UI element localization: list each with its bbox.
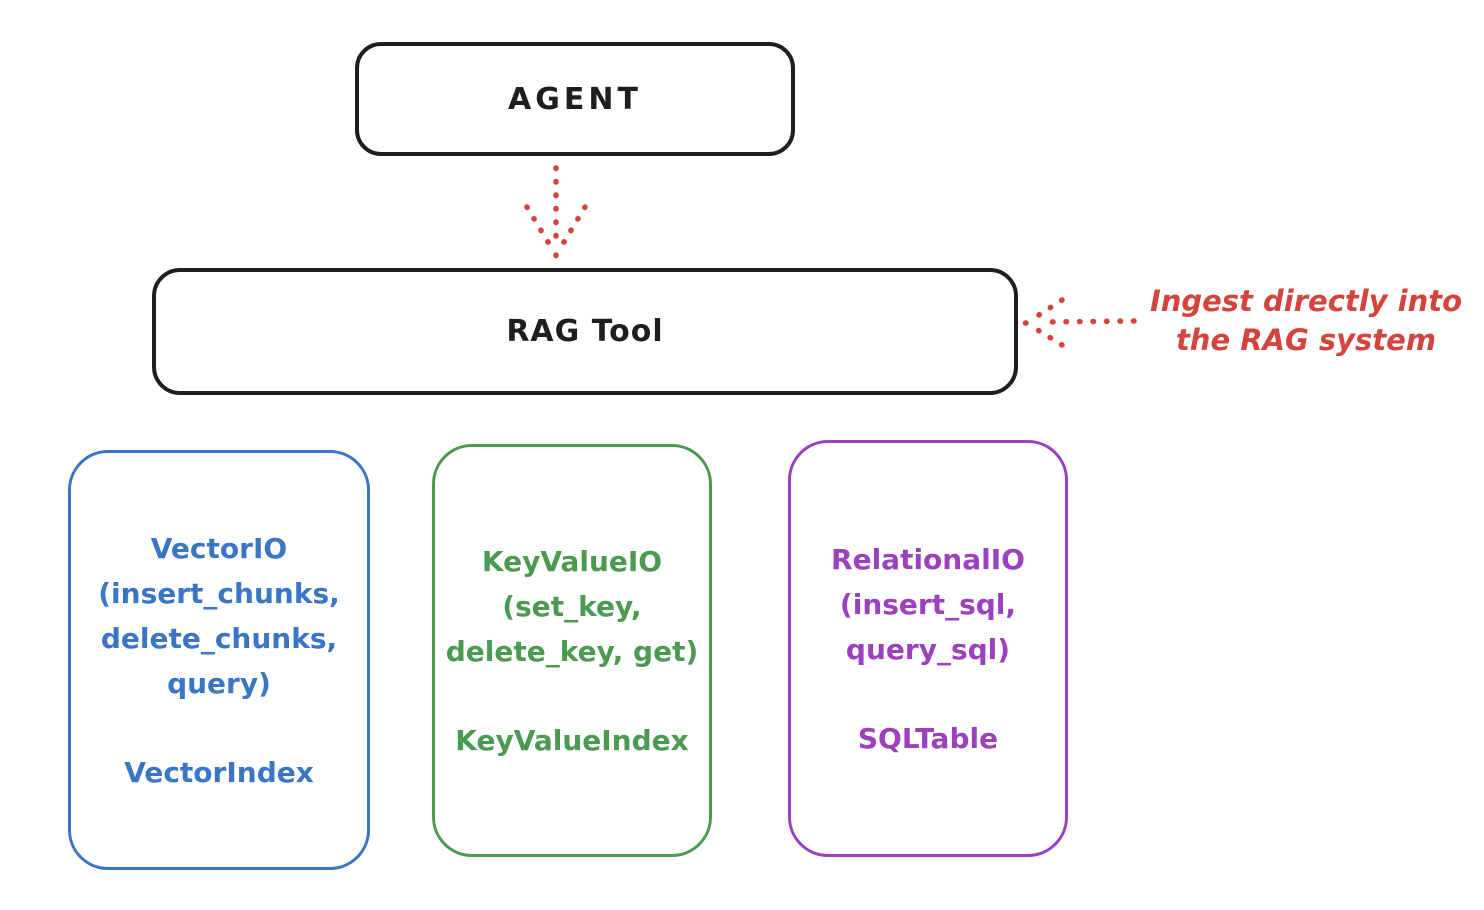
agent-to-ragtool-arrow <box>524 165 588 260</box>
relational-io-signature: RelationalIO (insert_sql, query_sql) <box>831 542 1025 666</box>
relational-io-node: RelationalIO (insert_sql, query_sql) SQL… <box>788 440 1068 857</box>
ingest-annotation-label: Ingest directly into the RAG system <box>1149 284 1463 357</box>
ingest-annotation-arrow <box>1021 297 1137 348</box>
agent-label: AGENT <box>508 81 642 117</box>
vector-io-node: VectorIO (insert_chunks, delete_chunks, … <box>68 450 370 870</box>
rag-tool-label: RAG Tool <box>506 314 664 349</box>
keyvalue-io-index-class: KeyValueIndex <box>455 723 689 757</box>
keyvalue-io-signature: KeyValueIO (set_key, delete_key, get) <box>445 544 699 668</box>
agent-node: AGENT <box>355 42 795 156</box>
vector-io-index-class: VectorIndex <box>124 755 314 789</box>
rag-tool-node: RAG Tool <box>152 268 1018 395</box>
vector-io-signature: VectorIO (insert_chunks, delete_chunks, … <box>98 531 340 700</box>
relational-io-index-class: SQLTable <box>857 721 999 755</box>
keyvalue-io-node: KeyValueIO (set_key, delete_key, get) Ke… <box>432 444 712 857</box>
